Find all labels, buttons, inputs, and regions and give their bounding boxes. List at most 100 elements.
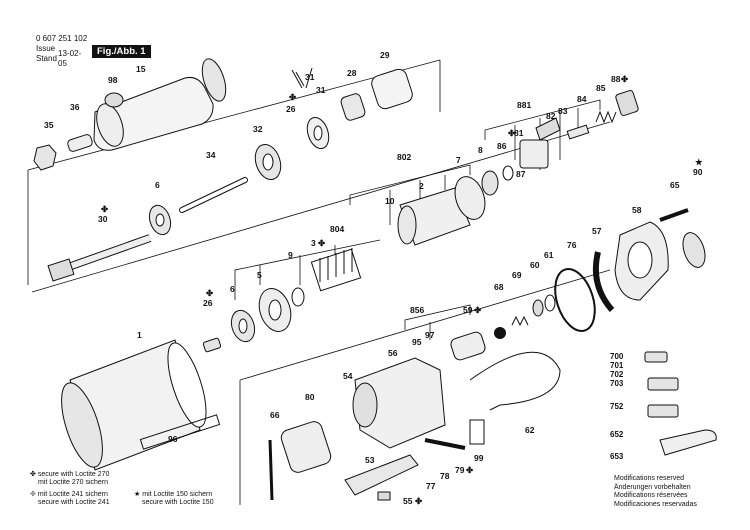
part-86-ring [502, 165, 514, 181]
mod-fr: Modifications réservées [614, 492, 688, 499]
part-53-lever [344, 454, 419, 496]
label-78: 78 [440, 471, 450, 481]
accessory-702: 702 [610, 370, 624, 379]
part-68-ball [494, 327, 506, 339]
part-82-lever [535, 117, 561, 141]
label-77: 77 [426, 481, 436, 491]
label-66: 66 [270, 410, 280, 420]
accessory-700: 700 [610, 352, 624, 361]
panel-top-frame [27, 59, 441, 285]
star-icon: ★ [134, 491, 141, 498]
part-2-cylinder [397, 187, 471, 246]
label-60: 60 [530, 260, 540, 270]
part-78-pin [424, 438, 466, 450]
clover-81: ✤ [508, 128, 516, 138]
label-53: 53 [365, 455, 375, 465]
clover-26a: ✤ [289, 92, 297, 102]
part-31-tweezers [291, 67, 313, 89]
doc-number: 0 607 251 102 [36, 34, 88, 43]
part-61-ring [544, 294, 556, 312]
part-88-plug [615, 90, 639, 116]
label-97: 97 [425, 330, 435, 340]
label-90: 90 [693, 167, 703, 177]
issue-label: Issue [36, 44, 56, 53]
legend-270-line2: mit Loctite 270 sichern [38, 479, 109, 486]
label-36: 36 [70, 102, 80, 112]
mod-de: Änderungen vorbehalten [614, 483, 691, 491]
part-90-fitting [682, 232, 706, 268]
wrench-653-shape [659, 429, 717, 456]
clover-3: ✤ [318, 238, 326, 248]
label-2: 2 [419, 181, 424, 191]
label-58: 58 [632, 205, 642, 215]
part-65-screw [659, 208, 689, 222]
part-15-housing [93, 58, 227, 151]
legend-loctite-150: ★ mit Loctite 150 sichern secure with Lo… [134, 491, 214, 507]
part-99-label [469, 419, 485, 445]
label-95: 95 [412, 337, 422, 347]
symbol-markers: ✤ ✤ ✤ ✤ ✤ ✤ ✤ ✤ ✤ ★ [101, 74, 704, 506]
label-59: 59 [463, 305, 473, 315]
part-57-half-ring [592, 251, 615, 312]
label-8: 8 [478, 145, 483, 155]
part-80-cap [280, 421, 332, 473]
label-76: 76 [567, 240, 577, 250]
label-30: 30 [98, 214, 108, 224]
label-55: 55 [403, 496, 413, 506]
accessory-653: 653 [610, 452, 624, 461]
label-32: 32 [253, 124, 263, 134]
part-96-label [139, 414, 221, 450]
label-96: 96 [168, 434, 178, 444]
label-57: 57 [592, 226, 602, 236]
legend-loctite-270: ✤ secure with Loctite 270 mit Loctite 27… [30, 471, 109, 487]
label-6b: 6 [230, 284, 235, 294]
clover-88: ✤ [621, 74, 629, 84]
accessory-701: 701 [610, 361, 624, 370]
part-28-bushing [340, 93, 366, 121]
issue-date: 13-02-05 [58, 49, 82, 68]
mod-es: Modificaciones reservadas [614, 500, 697, 508]
label-99: 99 [474, 453, 484, 463]
part-55-screw [377, 491, 391, 501]
mod-en: Modifications reserved [614, 475, 685, 482]
part-9-ring [291, 287, 305, 307]
part-6-bearing-top [148, 204, 172, 236]
label-881: 881 [517, 100, 531, 110]
clover-79: ✤ [466, 465, 474, 475]
label-35: 35 [44, 120, 54, 130]
part-29-sleeve [371, 68, 413, 110]
label-81: 81 [514, 128, 524, 138]
clover-icon: ✤ [30, 471, 36, 478]
figure-label: Fig./Abb. 1 [92, 45, 151, 58]
label-79: 79 [455, 465, 465, 475]
accessory-703: 703 [610, 379, 624, 388]
star-90: ★ [695, 157, 704, 167]
part-35-nut [33, 144, 57, 171]
label-26b: 26 [203, 298, 213, 308]
label-5: 5 [257, 270, 262, 280]
part-labels: 98 15 36 35 31 26 31 28 29 32 34 6 30 88… [44, 50, 703, 506]
label-34: 34 [206, 150, 216, 160]
legend-241-line1: mit Loctite 241 sichern [37, 491, 108, 498]
part-62-wire [469, 351, 561, 411]
legend-241-line2: secure with Loctite 241 [38, 499, 110, 506]
label-6a: 6 [155, 180, 160, 190]
label-1: 1 [137, 330, 142, 340]
clover-26b: ✤ [206, 288, 214, 298]
part-84-screw [566, 124, 590, 140]
label-31b: 31 [316, 85, 326, 95]
accessory-652: 652 [610, 430, 624, 439]
label-29: 29 [380, 50, 390, 60]
accessory-fittings [644, 351, 717, 456]
label-15: 15 [136, 64, 146, 74]
part-3-rotor [310, 248, 362, 292]
part-69-spring [511, 315, 529, 327]
label-61: 61 [544, 250, 554, 260]
part-81-valve [519, 139, 549, 169]
part-1-grip [61, 339, 207, 471]
clover-59: ✤ [474, 305, 482, 315]
part-59-piston [450, 331, 486, 361]
label-87: 87 [516, 169, 526, 179]
label-26a: 26 [286, 104, 296, 114]
part-34-pin [179, 177, 248, 213]
